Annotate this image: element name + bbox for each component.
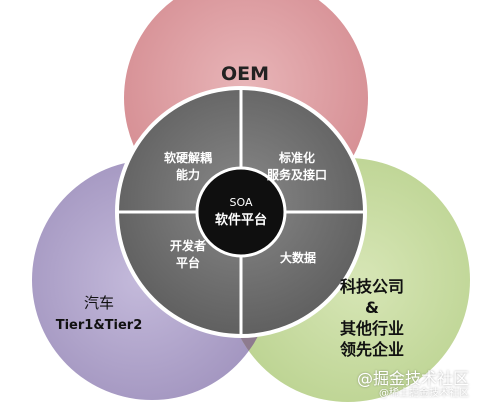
watermark: @掘金技术社区 @稀土掘金技术社区 bbox=[357, 370, 469, 400]
center-label-line2: 软件平台 bbox=[215, 212, 267, 228]
quadrant-top-left-line2: 能力 bbox=[176, 167, 200, 182]
watermark-sub: @稀土掘金技术社区 bbox=[379, 388, 469, 399]
tech-label-line4: 领先企业 bbox=[340, 340, 404, 359]
tier-label-line2: Tier1&Tier2 bbox=[56, 318, 143, 333]
tech-label-line2: & bbox=[365, 298, 379, 317]
watermark-main: @掘金技术社区 bbox=[356, 369, 469, 388]
quadrant-bottom-left-line1: 开发者 bbox=[170, 238, 206, 253]
quadrant-top-left-line1: 软硬解耦 bbox=[164, 150, 212, 165]
tech-label-line1: 科技公司 bbox=[340, 277, 404, 296]
center-label-line1: SOA bbox=[230, 196, 253, 209]
center-circle bbox=[195, 166, 287, 258]
oem-label: OEM bbox=[221, 63, 269, 85]
tech-label-line3: 其他行业 bbox=[340, 319, 404, 338]
tier-label-line1: 汽车 bbox=[84, 294, 114, 312]
quadrant-top-right-line1: 标准化 bbox=[278, 150, 315, 165]
quadrant-bottom-right-line1: 大数据 bbox=[280, 250, 316, 265]
quadrant-bottom-left-line2: 平台 bbox=[176, 255, 200, 270]
quadrant-top-right-line2: 服务及接口 bbox=[267, 167, 327, 182]
